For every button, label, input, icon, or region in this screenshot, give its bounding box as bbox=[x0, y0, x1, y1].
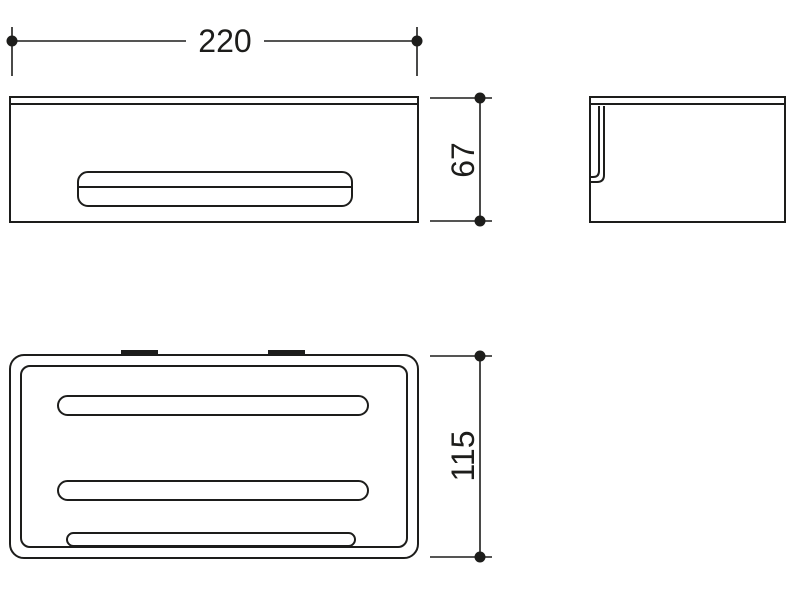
front-view bbox=[9, 96, 419, 223]
front-view-cutout bbox=[77, 171, 353, 207]
dimension-width: 220 bbox=[6, 23, 423, 76]
side-view bbox=[589, 96, 786, 223]
dimension-dot bbox=[474, 215, 486, 227]
top-view-mount-tab-right bbox=[268, 350, 305, 356]
top-view bbox=[9, 350, 419, 559]
width-dimension-label: 220 bbox=[198, 23, 251, 59]
dimension-dot bbox=[6, 35, 18, 47]
top-view-outline bbox=[9, 354, 419, 559]
dimension-height: 67 bbox=[430, 92, 492, 227]
side-view-bracket-inner bbox=[590, 106, 600, 178]
height-dimension-label: 67 bbox=[445, 142, 481, 178]
top-view-slot-1 bbox=[57, 395, 369, 416]
dimension-dot bbox=[474, 551, 486, 563]
front-view-outline bbox=[9, 96, 419, 223]
side-view-bracket-outer bbox=[590, 106, 605, 183]
top-view-slot-2 bbox=[57, 480, 369, 501]
top-view-slot-bottom bbox=[66, 532, 356, 547]
dimension-dot bbox=[411, 35, 423, 47]
dimension-dot bbox=[474, 92, 486, 104]
depth-dimension-label: 115 bbox=[445, 430, 481, 481]
top-view-mount-tab-left bbox=[121, 350, 158, 356]
dimension-depth: 115 bbox=[430, 350, 492, 563]
dimension-dot bbox=[474, 350, 486, 362]
top-view-inner-wall bbox=[20, 365, 408, 548]
side-view-outline bbox=[589, 96, 786, 223]
